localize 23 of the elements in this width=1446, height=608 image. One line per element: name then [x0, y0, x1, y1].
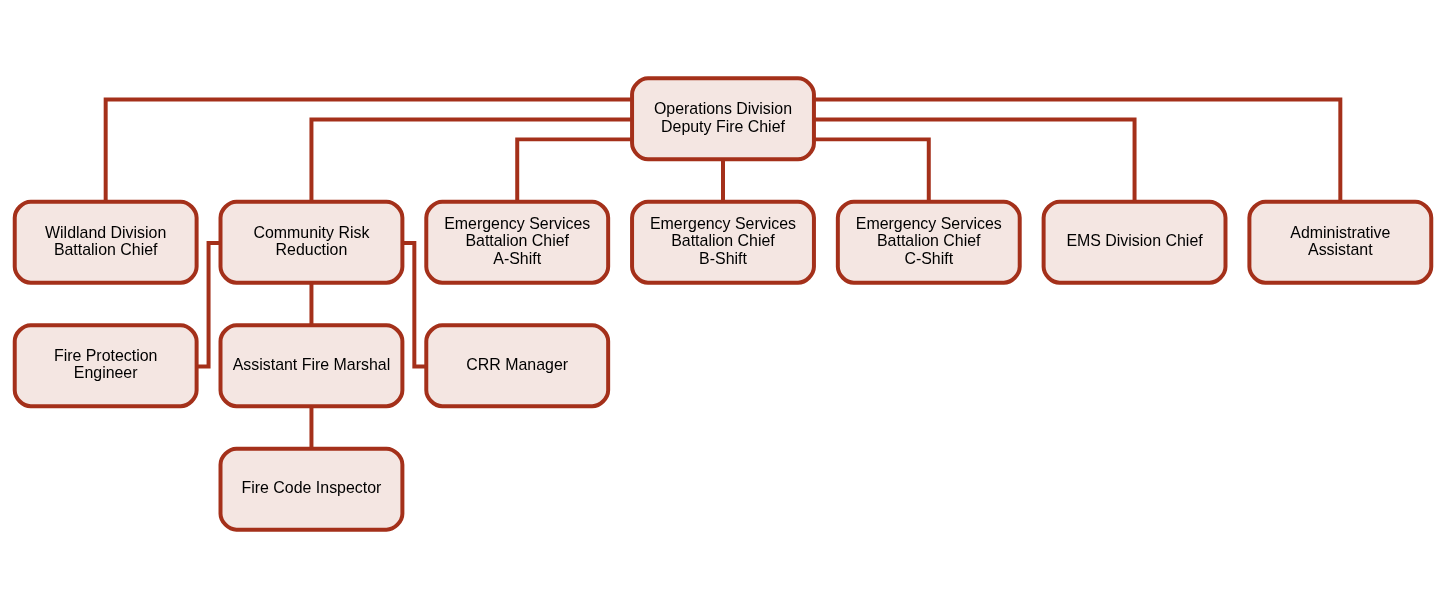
- node-box: Emergency Services Battalion Chief B-Shift: [630, 199, 816, 285]
- connector: [402, 240, 427, 369]
- connector: [515, 137, 632, 202]
- node-box: Fire Protection Engineer: [12, 323, 199, 409]
- node-box: Wildland Division Battalion Chief: [12, 199, 199, 285]
- node-box: Emergency Services Battalion Chief C-Shift: [835, 199, 1022, 285]
- node-box: CRR Manager: [424, 323, 611, 409]
- node-box: Administrative Assistant: [1247, 199, 1434, 285]
- connector: [814, 137, 931, 202]
- connector: [103, 97, 632, 202]
- node-box: EMS Division Chief: [1041, 199, 1228, 285]
- connector: [814, 117, 1137, 202]
- connector: [721, 159, 725, 202]
- connector: [309, 406, 314, 449]
- node-box: Assistant Fire Marshal: [218, 323, 405, 409]
- connector: [196, 240, 221, 369]
- node-box: Fire Code Inspector: [218, 446, 405, 532]
- node-box: Community Risk Reduction: [218, 199, 405, 285]
- connector: [309, 117, 632, 202]
- node-box: Emergency Services Battalion Chief A-Shift: [424, 199, 611, 285]
- connector: [309, 283, 314, 325]
- node-box: Operations Division Deputy Fire Chief: [630, 76, 816, 162]
- connector: [814, 97, 1343, 202]
